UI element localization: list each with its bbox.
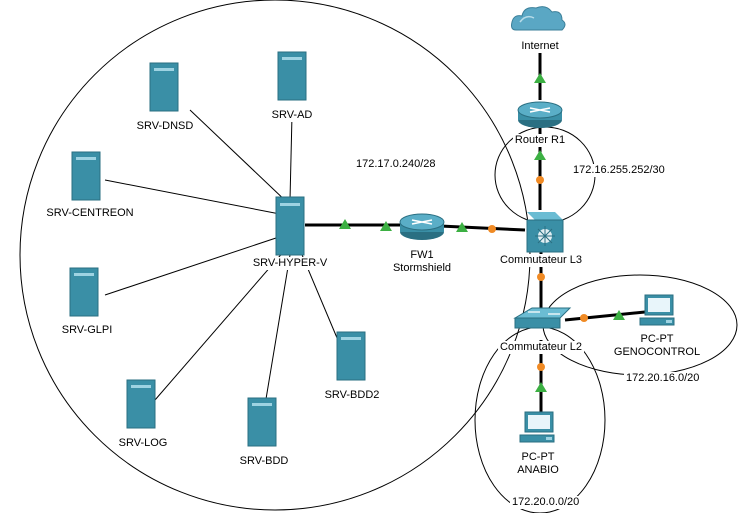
pc-icon[interactable] [519,411,555,443]
link-negotiating-dot [580,314,588,322]
geno-label-line2: GENOCONTROL [611,346,703,359]
log-label: SRV-LOG [116,437,170,450]
link-status-markers [339,73,625,392]
server-icon[interactable] [277,51,307,101]
server-icon[interactable] [336,331,366,381]
ad-label: SRV-AD [269,109,315,122]
link-up-triangle [534,150,546,160]
router-label: Router R1 [512,134,568,147]
server-icon[interactable] [275,196,305,256]
anabio-network-address: 172.20.0.0/20 [510,496,582,509]
link-negotiating-dot [488,225,496,233]
link-up-triangle [380,221,392,231]
server-links [104,109,341,406]
l3-switch-label: Commutateur L3 [498,254,584,267]
centreon-label: SRV-CENTREON [44,207,136,220]
link-up-triangle [535,382,547,392]
pc-icon[interactable] [639,294,675,326]
bdd-label: SRV-BDD [237,455,291,468]
glpi-label: SRV-GLPI [59,324,115,337]
anabio-label-line1: PC-PT [519,451,557,464]
fw-label-line2: Stormshield [390,262,454,275]
wan-network-address: 172.16.255.252/30 [571,164,667,177]
server-icon[interactable] [247,397,277,447]
anabio-label-line2: ANABIO [515,464,561,477]
router-icon[interactable] [517,101,563,128]
server-icon[interactable] [71,151,101,201]
server-icon[interactable] [126,379,156,429]
cloud-icon[interactable] [511,6,566,31]
link-up-triangle [456,222,468,232]
l2-switch-label: Commutateur L2 [498,341,584,354]
server-network-address: 172.17.0.240/28 [354,158,438,171]
hyperv-label: SRV-HYPER-V [250,257,330,270]
l3-switch-icon[interactable] [526,212,564,253]
link-up-triangle [613,310,625,320]
l2-switch-icon[interactable] [513,307,572,329]
link-negotiating-dot [537,273,545,281]
firewall-router-icon[interactable] [399,213,445,240]
link-up-triangle [339,219,351,229]
genocontrol-network-address: 172.20.16.0/20 [624,372,702,385]
internet-label: Internet [519,40,561,53]
geno-label-line1: PC-PT [638,333,676,346]
server-icon[interactable] [149,62,179,112]
link-negotiating-dot [537,363,545,371]
link-up-triangle [534,73,546,83]
bdd2-label: SRV-BDD2 [322,389,382,402]
fw-label-line1: FW1 [408,249,436,262]
server-icon[interactable] [69,267,99,317]
dnsd-label: SRV-DNSD [134,120,196,133]
link-negotiating-dot [536,176,544,184]
